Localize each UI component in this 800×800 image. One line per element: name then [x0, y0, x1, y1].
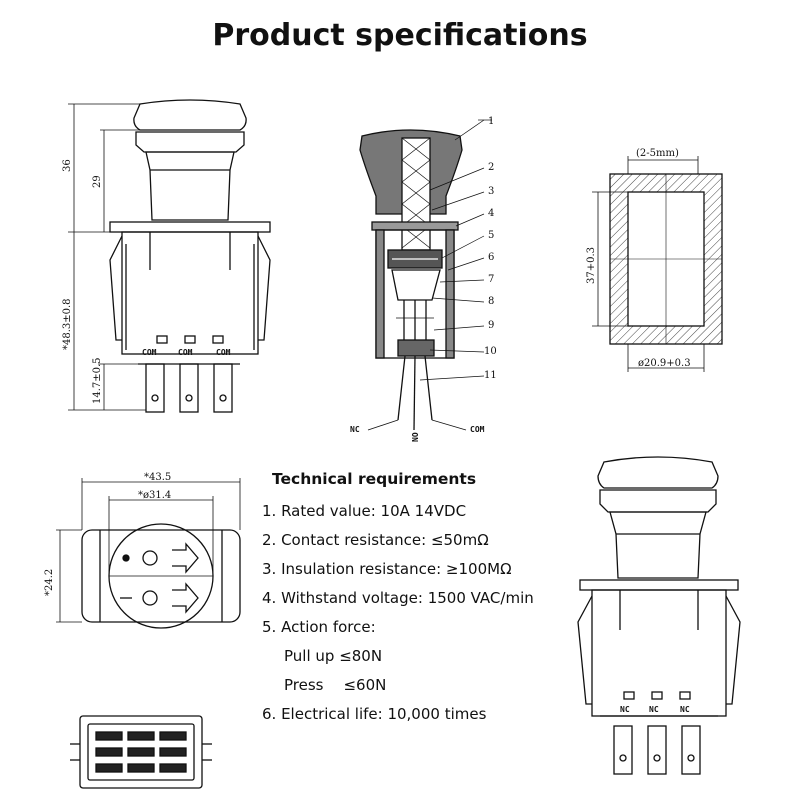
side-terminal-2	[647, 725, 667, 775]
requirement-withstand-voltage: 4. Withstand voltage: 1500 VAC/min	[262, 589, 534, 607]
terminal-com: COM	[470, 425, 485, 434]
page-title: Product specifications	[212, 18, 588, 53]
side-pin-label-2: NC	[649, 705, 659, 714]
front-terminal-2	[179, 363, 199, 413]
front-pin-label-3: COM	[216, 348, 231, 357]
terminal-bottom-view	[70, 715, 212, 789]
callout-10: 10	[484, 346, 497, 357]
side-view: NC NC NC	[577, 456, 741, 775]
terminal-block	[79, 715, 203, 789]
callout-9: 9	[488, 320, 494, 331]
dim-29: 29	[92, 175, 103, 188]
callout-2: 2	[488, 162, 494, 173]
front-pin-label-1: COM	[142, 348, 157, 357]
gear-icon	[142, 550, 158, 566]
side-pin-label-1: NC	[620, 705, 630, 714]
side-flange	[579, 579, 739, 591]
requirement-insulation-resistance: 3. Insulation resistance: ≥100MΩ	[262, 560, 512, 578]
panel-height: 37+0.3	[586, 247, 597, 284]
front-terminal-1	[145, 363, 165, 413]
panel-cutout-view: (2-5mm) 37+0.3 ø20.9+0.3	[586, 148, 723, 372]
panel-width: ø20.9+0.3	[638, 358, 691, 369]
requirements-heading: Technical requirements	[272, 470, 477, 488]
callout-5: 5	[488, 230, 494, 241]
requirement-contact-resistance: 2. Contact resistance: ≤50mΩ	[262, 531, 489, 549]
dim-36: 36	[62, 159, 73, 172]
technical-requirements: Technical requirements 1. Rated value: 1…	[262, 470, 592, 734]
front-cap	[133, 99, 247, 131]
dim-48-3: *48.3±0.8	[62, 298, 73, 350]
top-outline	[81, 529, 241, 623]
requirement-press: Press ≤60N	[262, 676, 592, 696]
side-pin-label-3: NC	[680, 705, 690, 714]
front-terminal-3	[213, 363, 233, 413]
callout-1: 1	[488, 116, 494, 127]
dim-31-4: *ø31.4	[138, 490, 171, 501]
callout-6: 6	[488, 252, 494, 263]
side-terminal-3	[681, 725, 701, 775]
side-cap	[597, 456, 719, 489]
section-view: 1 2 3 4 5 6 7 8 9 10 11 NC NO COM	[350, 116, 497, 442]
top-view: *43.5 *ø31.4 *24.2	[44, 472, 241, 629]
arrow-left-icon	[172, 542, 199, 574]
press-label: Press	[284, 676, 324, 694]
front-pin-label-2: COM	[178, 348, 193, 357]
requirement-action-force: 5. Action force:	[262, 618, 376, 636]
requirement-rated-value: 1. Rated value: 10A 14VDC	[262, 502, 467, 520]
dim-43-5: *43.5	[144, 472, 171, 483]
side-terminal-1	[613, 725, 633, 775]
front-view: 36 29 *48.3±0.8 14.7±0.5 COM COM COM	[62, 99, 271, 413]
panel-thickness: (2-5mm)	[636, 148, 679, 159]
callout-4: 4	[488, 208, 494, 219]
requirement-electrical-life: 6. Electrical life: 10,000 times	[262, 705, 487, 723]
callout-3: 3	[488, 186, 494, 197]
dim-24-2: *24.2	[44, 569, 55, 596]
front-cap-ring	[135, 131, 245, 153]
front-body	[121, 231, 259, 355]
side-body	[591, 589, 727, 717]
arrow-right-icon	[172, 582, 199, 614]
press-value: ≤60N	[343, 676, 387, 694]
front-flange	[109, 221, 271, 233]
front-stem	[145, 151, 235, 221]
section-plunger	[401, 137, 431, 251]
callout-7: 7	[488, 274, 494, 285]
callout-8: 8	[488, 296, 494, 307]
terminal-no: NO	[411, 432, 420, 442]
callout-11: 11	[484, 370, 497, 381]
terminal-nc: NC	[350, 425, 360, 434]
requirement-pull-up: Pull up ≤80N	[284, 647, 383, 665]
dim-14-7: 14.7±0.5	[92, 357, 103, 404]
